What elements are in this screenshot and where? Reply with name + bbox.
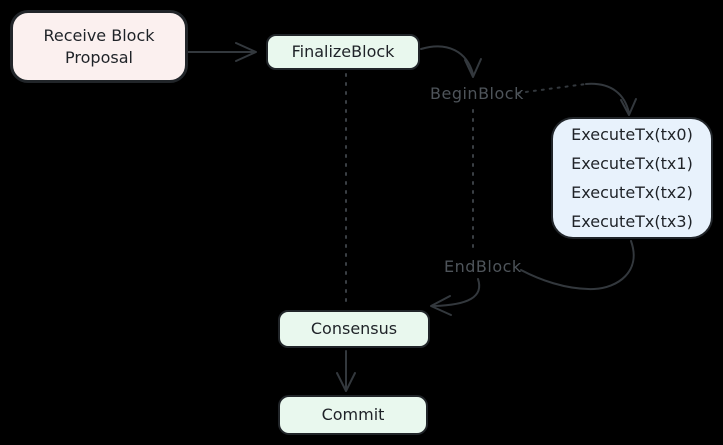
execute-tx-line2: ExecuteTx(tx2) xyxy=(571,183,693,202)
node-finalize-block: FinalizeBlock xyxy=(266,34,420,70)
edge-consensus-to-commit xyxy=(336,350,356,392)
execute-tx-line1: ExecuteTx(tx1) xyxy=(571,154,693,173)
node-receive-line1: Receive Block xyxy=(43,25,155,45)
edge-executetx-to-endblock xyxy=(520,240,635,291)
node-commit: Commit xyxy=(278,395,428,435)
edge-finalizeblock-to-beginblock xyxy=(420,45,482,78)
execute-tx-line0: ExecuteTx(tx0) xyxy=(571,125,693,144)
node-execute-tx: ExecuteTx(tx0) ExecuteTx(tx1) ExecuteTx(… xyxy=(551,117,713,239)
label-begin-block: BeginBlock xyxy=(430,84,524,103)
edge-receive-to-finalizeblock xyxy=(187,42,257,62)
execute-tx-line3: ExecuteTx(tx3) xyxy=(571,212,693,231)
node-commit-label: Commit xyxy=(321,405,385,424)
edge-beginblock-to-executetx xyxy=(517,82,637,116)
node-consensus: Consensus xyxy=(278,310,430,348)
node-finalize-label: FinalizeBlock xyxy=(291,42,395,61)
node-receive-line2: Proposal xyxy=(65,47,133,67)
edge-endblock-to-consensus xyxy=(430,278,481,316)
label-end-block: EndBlock xyxy=(444,257,522,276)
node-consensus-label: Consensus xyxy=(310,319,398,338)
node-receive-block-proposal: Receive Block Proposal xyxy=(10,10,188,83)
